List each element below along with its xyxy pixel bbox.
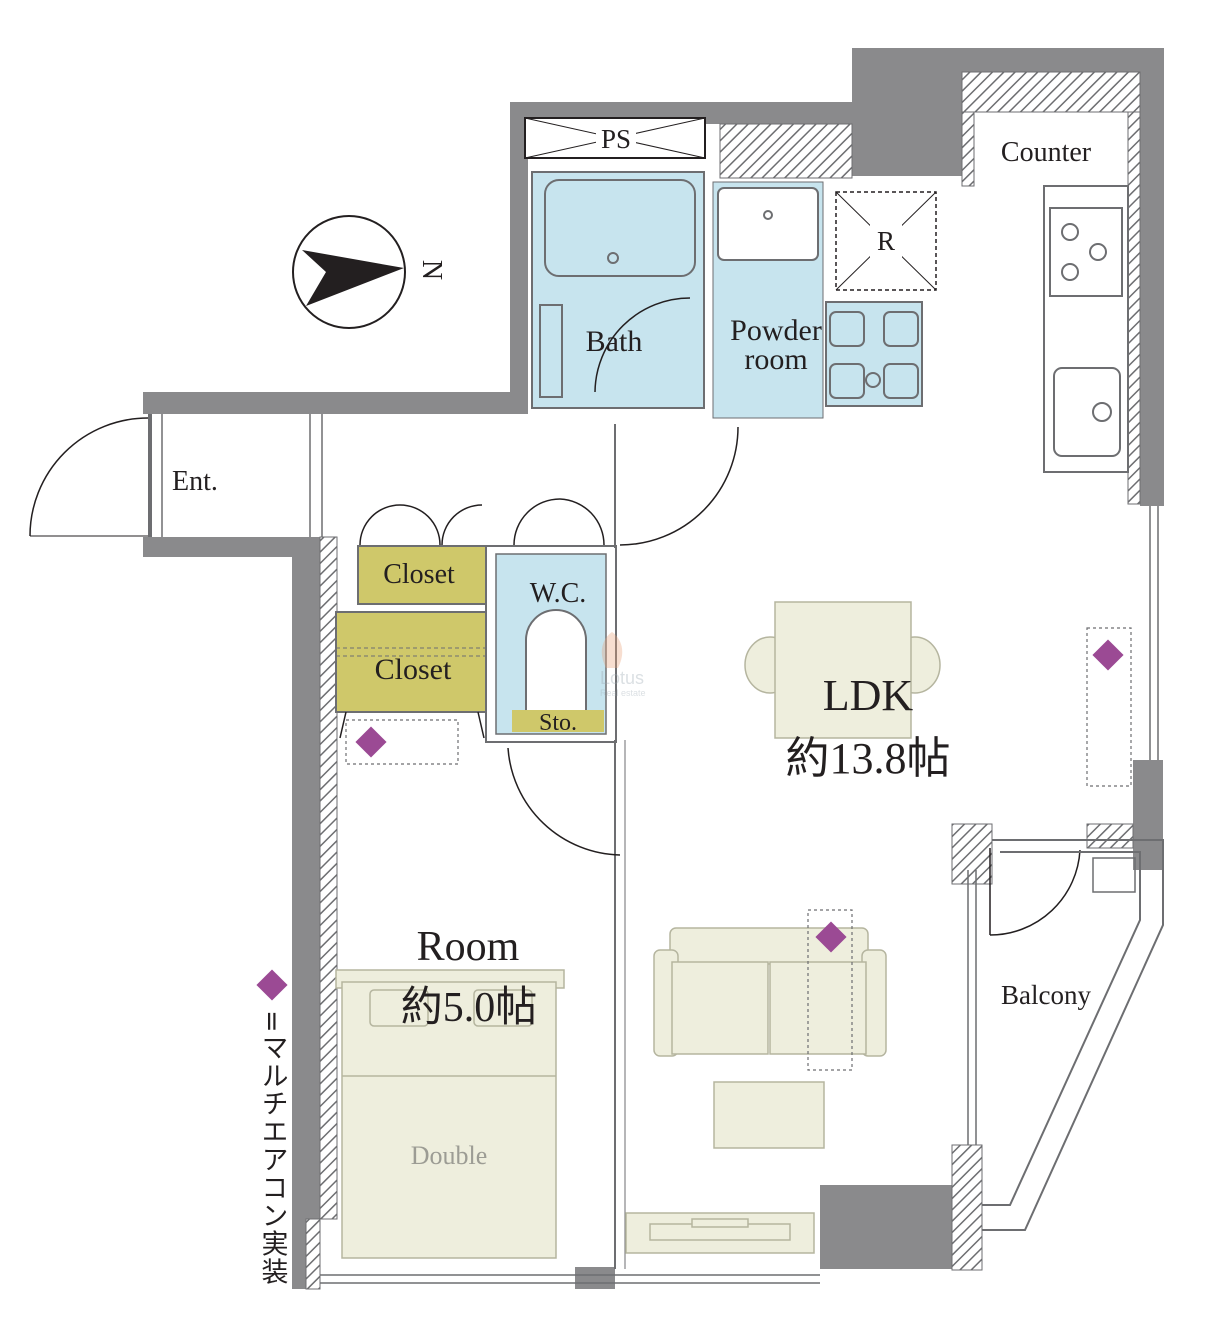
label-ldk-name: LDK xyxy=(823,671,914,720)
label-bed: Double xyxy=(411,1141,488,1170)
hatched-walls xyxy=(305,71,1141,1290)
refrigerator-space xyxy=(835,191,937,291)
label-closet-lower: Closet xyxy=(375,653,452,686)
compass-north-label: N xyxy=(416,260,447,280)
label-balcony: Balcony xyxy=(1001,980,1091,1010)
label-counter: Counter xyxy=(1001,137,1092,168)
label-ldk-size: 約13.8帖 xyxy=(786,734,951,783)
watermark-sub: Real estate xyxy=(600,688,646,698)
walls xyxy=(143,48,1164,1289)
aircon-legend-marker-icon xyxy=(256,969,288,1001)
wc xyxy=(485,498,617,743)
compass: N xyxy=(292,215,447,329)
pipe-space xyxy=(524,117,706,159)
legend-text: =マルチエアコン実装 xyxy=(256,1010,288,1286)
interior-partitions xyxy=(320,424,1159,1284)
label-powder-line2: room xyxy=(744,343,807,376)
powder-room xyxy=(712,181,923,419)
kitchen-counter xyxy=(1043,185,1129,473)
watermark-brand: Lotus xyxy=(600,668,644,688)
label-bath: Bath xyxy=(586,325,643,358)
label-room-size: 約5.0帖 xyxy=(401,985,538,1031)
label-closet-upper: Closet xyxy=(383,559,455,590)
furniture xyxy=(335,601,941,1259)
aircon-units xyxy=(345,627,1132,1071)
room-labels: PS Counter R Bath Powder room Ent. Close… xyxy=(172,124,1092,1170)
balcony xyxy=(982,839,1164,1231)
label-wc: W.C. xyxy=(530,578,587,609)
lotus-watermark: Lotus Real estate xyxy=(600,632,646,698)
compass-needle-icon xyxy=(302,250,404,306)
legend: =マルチエアコン実装 xyxy=(252,968,292,1288)
bath-fixture xyxy=(531,171,705,409)
label-entrance: Ent. xyxy=(172,466,218,497)
label-refrigerator: R xyxy=(877,226,895,256)
label-room-name: Room xyxy=(417,924,520,970)
closets xyxy=(335,504,487,739)
label-storage: Sto. xyxy=(539,710,577,736)
entrance xyxy=(29,414,323,537)
label-powder-line1: Powder xyxy=(730,314,822,347)
lotus-logo-icon xyxy=(601,632,623,668)
label-ps: PS xyxy=(601,124,631,154)
